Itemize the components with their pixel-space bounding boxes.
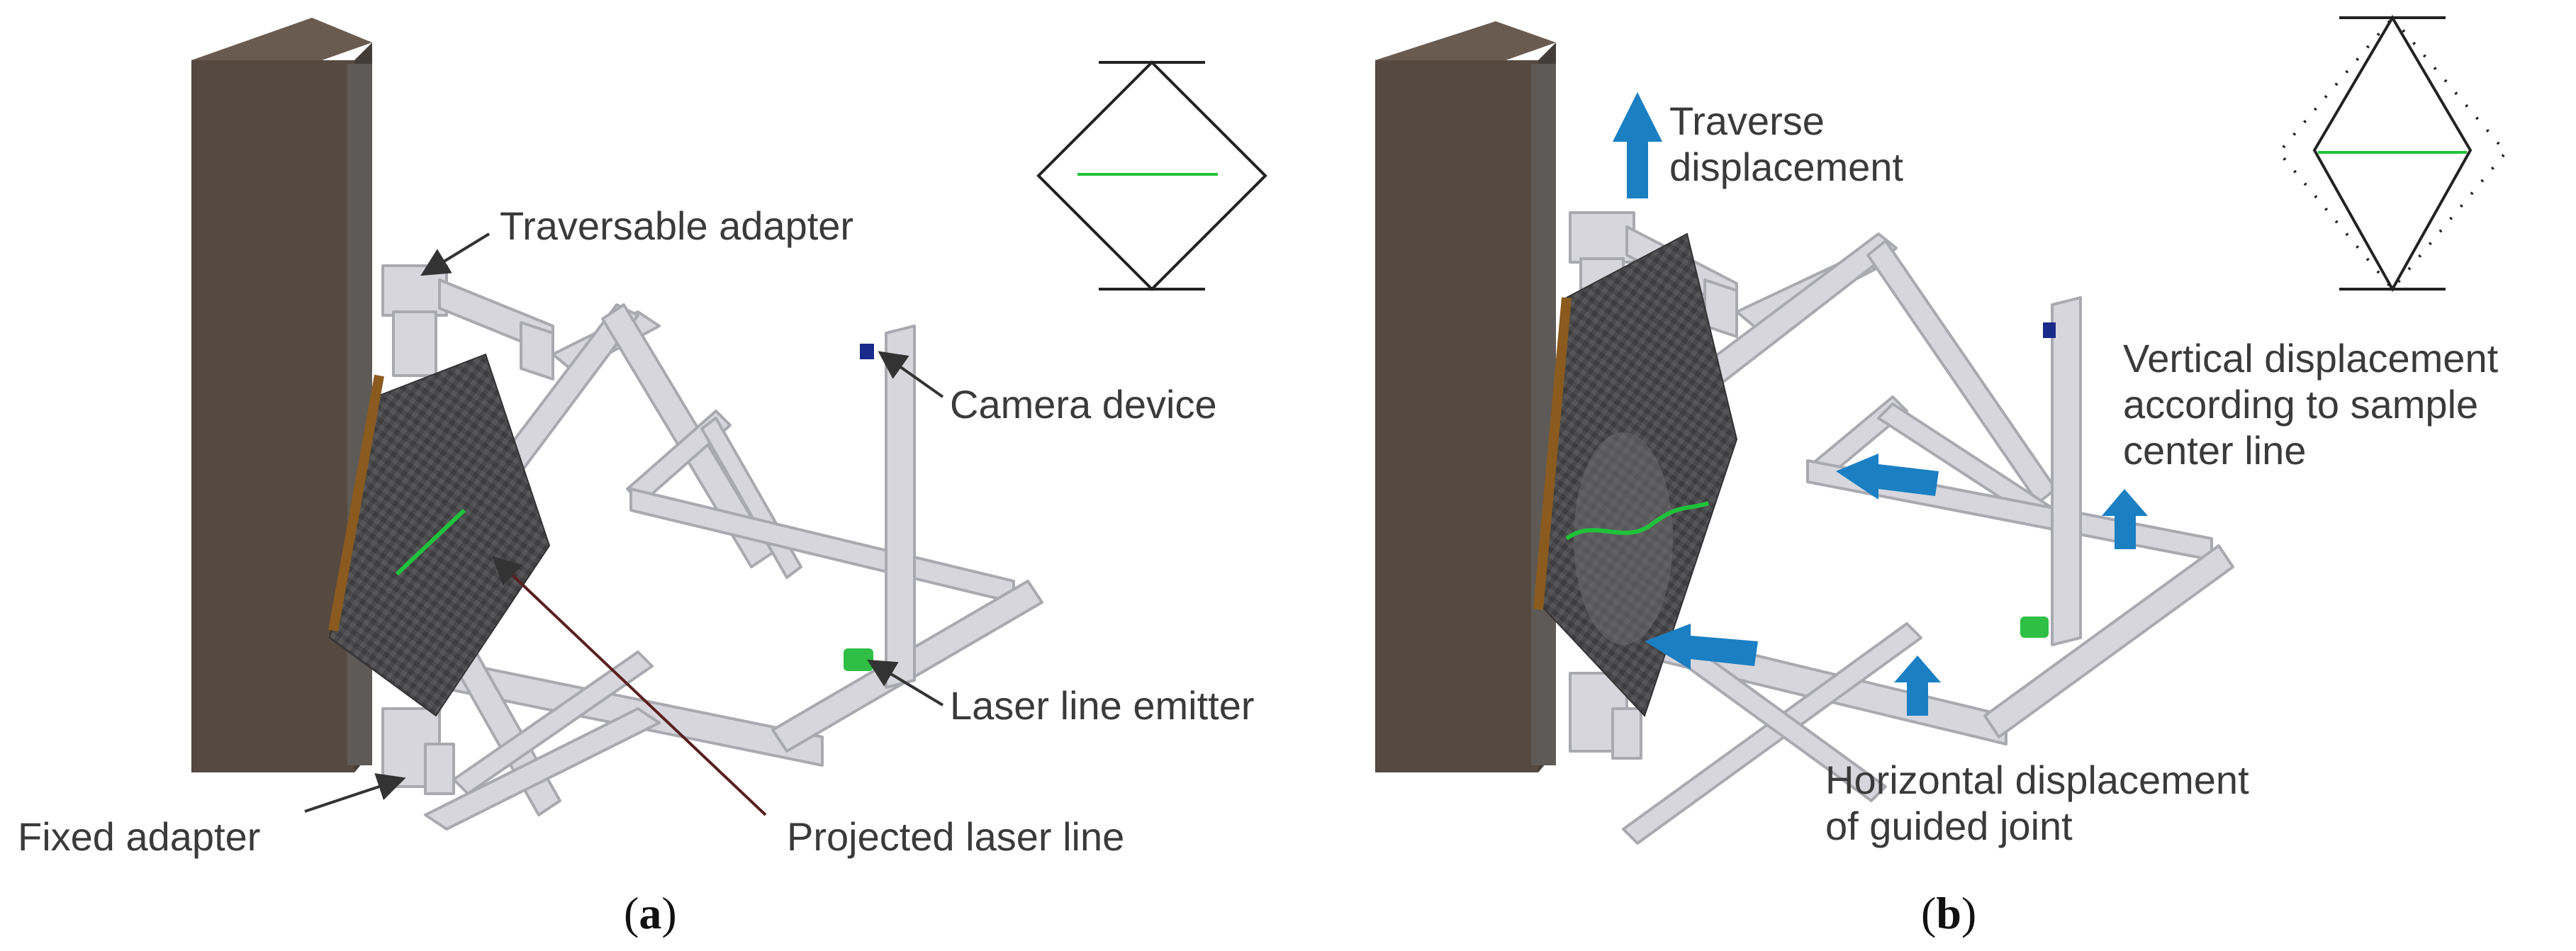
laser-emitter-icon bbox=[844, 648, 873, 671]
label-traverse-1: Traverse bbox=[1669, 99, 1825, 143]
inset-diamond-a bbox=[1036, 60, 1267, 291]
caption-a-letter: a bbox=[639, 888, 661, 938]
caption-b-letter: b bbox=[1936, 888, 1961, 938]
label-vertical-1: Vertical displacement bbox=[2123, 336, 2499, 381]
label-fixed-adapter: Fixed adapter bbox=[18, 814, 260, 859]
laser-line-b bbox=[1565, 501, 1709, 541]
caption-a-close: ) bbox=[661, 888, 676, 938]
label-laser-line-emitter: Laser line emitter bbox=[950, 683, 1255, 728]
rod-b bbox=[1533, 297, 1572, 610]
caption-a: (a) bbox=[624, 888, 677, 938]
caption-b: (b) bbox=[1921, 888, 1976, 938]
rod-a bbox=[328, 374, 384, 632]
label-vertical-2: according to sample bbox=[2123, 382, 2478, 427]
panel-b: Traverse displacement Vertical displacem… bbox=[1375, 15, 2508, 938]
caption-b-close: ) bbox=[1961, 888, 1976, 938]
inset-diamond-b bbox=[2277, 15, 2508, 293]
camera-icon bbox=[860, 344, 874, 359]
column-a bbox=[191, 18, 372, 772]
label-traversable-adapter: Traversable adapter bbox=[500, 203, 853, 248]
column-b bbox=[1375, 21, 1556, 772]
horizontal-arrow-lower-icon bbox=[1645, 624, 1758, 670]
sample-bulge-b bbox=[1574, 432, 1673, 645]
vertical-arrow-bottom-icon bbox=[1894, 655, 1941, 716]
label-camera-device: Camera device bbox=[950, 382, 1217, 427]
label-projected-laser-line: Projected laser line bbox=[787, 814, 1124, 859]
traverse-arrow-icon bbox=[1613, 92, 1662, 198]
vertical-arrow-right-icon bbox=[2102, 489, 2148, 549]
horizontal-arrow-upper-icon bbox=[1836, 454, 1939, 500]
label-horizontal-2: of guided joint bbox=[1825, 804, 2073, 848]
laser-emitter-icon-b bbox=[2020, 617, 2049, 638]
label-vertical-3: center line bbox=[2123, 428, 2306, 473]
caption-a-open: ( bbox=[624, 888, 639, 938]
laser-line-a bbox=[395, 508, 466, 576]
blue-arrows-b bbox=[1613, 92, 2148, 716]
pointers-a bbox=[304, 232, 944, 816]
caption-b-open: ( bbox=[1921, 888, 1936, 938]
label-traverse-2: displacement bbox=[1669, 145, 1903, 189]
panel-a: Traversable adapter Camera device Laser … bbox=[18, 18, 1267, 938]
label-horizontal-1: Horizontal displacement bbox=[1825, 758, 2249, 802]
camera-icon-b bbox=[2043, 322, 2056, 338]
